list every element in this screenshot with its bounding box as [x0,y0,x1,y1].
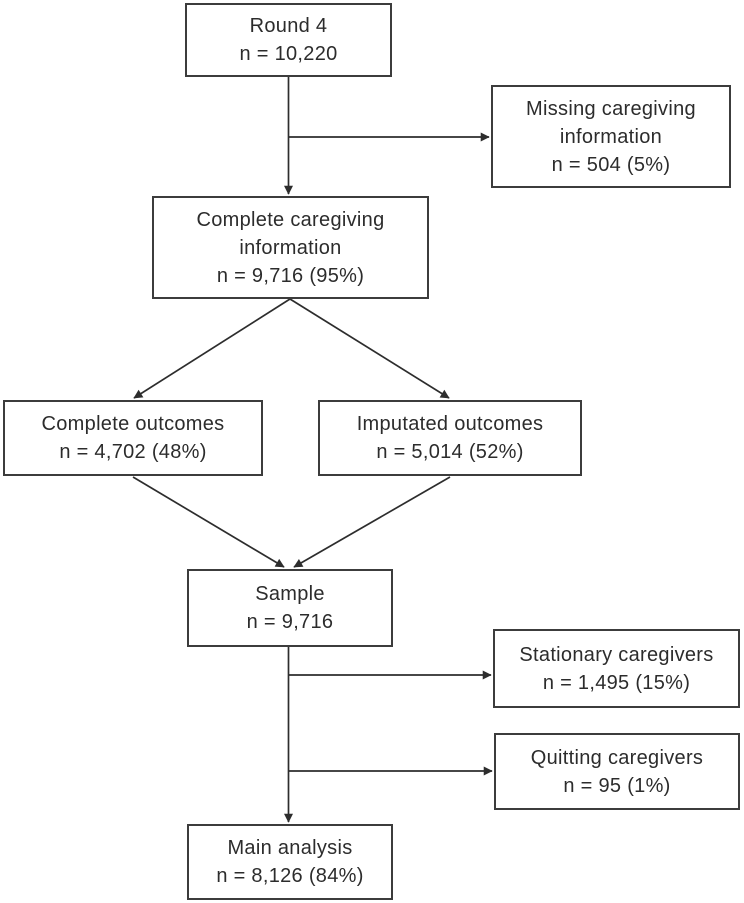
node-label: Complete outcomes [41,413,225,435]
arrow-imputated-to-sample [293,476,451,568]
node-label: Sample [255,583,325,605]
node-sample: Sample n = 9,716 [187,569,393,647]
arrow-complete-info-to-complete-outcomes [133,298,291,399]
node-missing-caregiving-information: Missing caregiving information n = 504 (… [491,85,731,188]
node-count: n = 5,014 (52%) [376,441,524,463]
node-label: Imputated outcomes [356,413,544,435]
node-round-4: Round 4 n = 10,220 [185,3,392,77]
node-label: Round 4 [249,15,328,37]
node-count: n = 10,220 [239,43,338,65]
node-count: n = 1,495 (15%) [542,671,691,694]
node-complete-outcomes: Complete outcomes n = 4,702 (48%) [3,400,263,476]
node-main-analysis: Main analysis n = 8,126 (84%) [187,824,393,900]
node-quitting-caregivers: Quitting caregivers n = 95 (1%) [494,733,740,810]
node-label: Missing caregiving information [526,97,696,148]
node-count: n = 95 (1%) [563,774,671,797]
node-label: Stationary caregivers [519,643,714,666]
node-label: Main analysis [227,837,353,859]
node-count: n = 9,716 (95%) [216,264,365,287]
arrow-complete-outcomes-to-sample [132,476,285,568]
node-count: n = 504 (5%) [551,153,671,176]
node-label: Complete caregiving information [196,208,385,259]
arrow-complete-info-to-imputated [289,298,450,399]
node-count: n = 9,716 [246,611,334,633]
node-count: n = 8,126 (84%) [216,865,364,887]
node-count: n = 4,702 (48%) [59,441,207,463]
node-stationary-caregivers: Stationary caregivers n = 1,495 (15%) [493,629,740,708]
node-complete-caregiving-information: Complete caregiving information n = 9,71… [152,196,429,299]
node-label: Quitting caregivers [530,746,704,769]
node-imputated-outcomes: Imputated outcomes n = 5,014 (52%) [318,400,582,476]
